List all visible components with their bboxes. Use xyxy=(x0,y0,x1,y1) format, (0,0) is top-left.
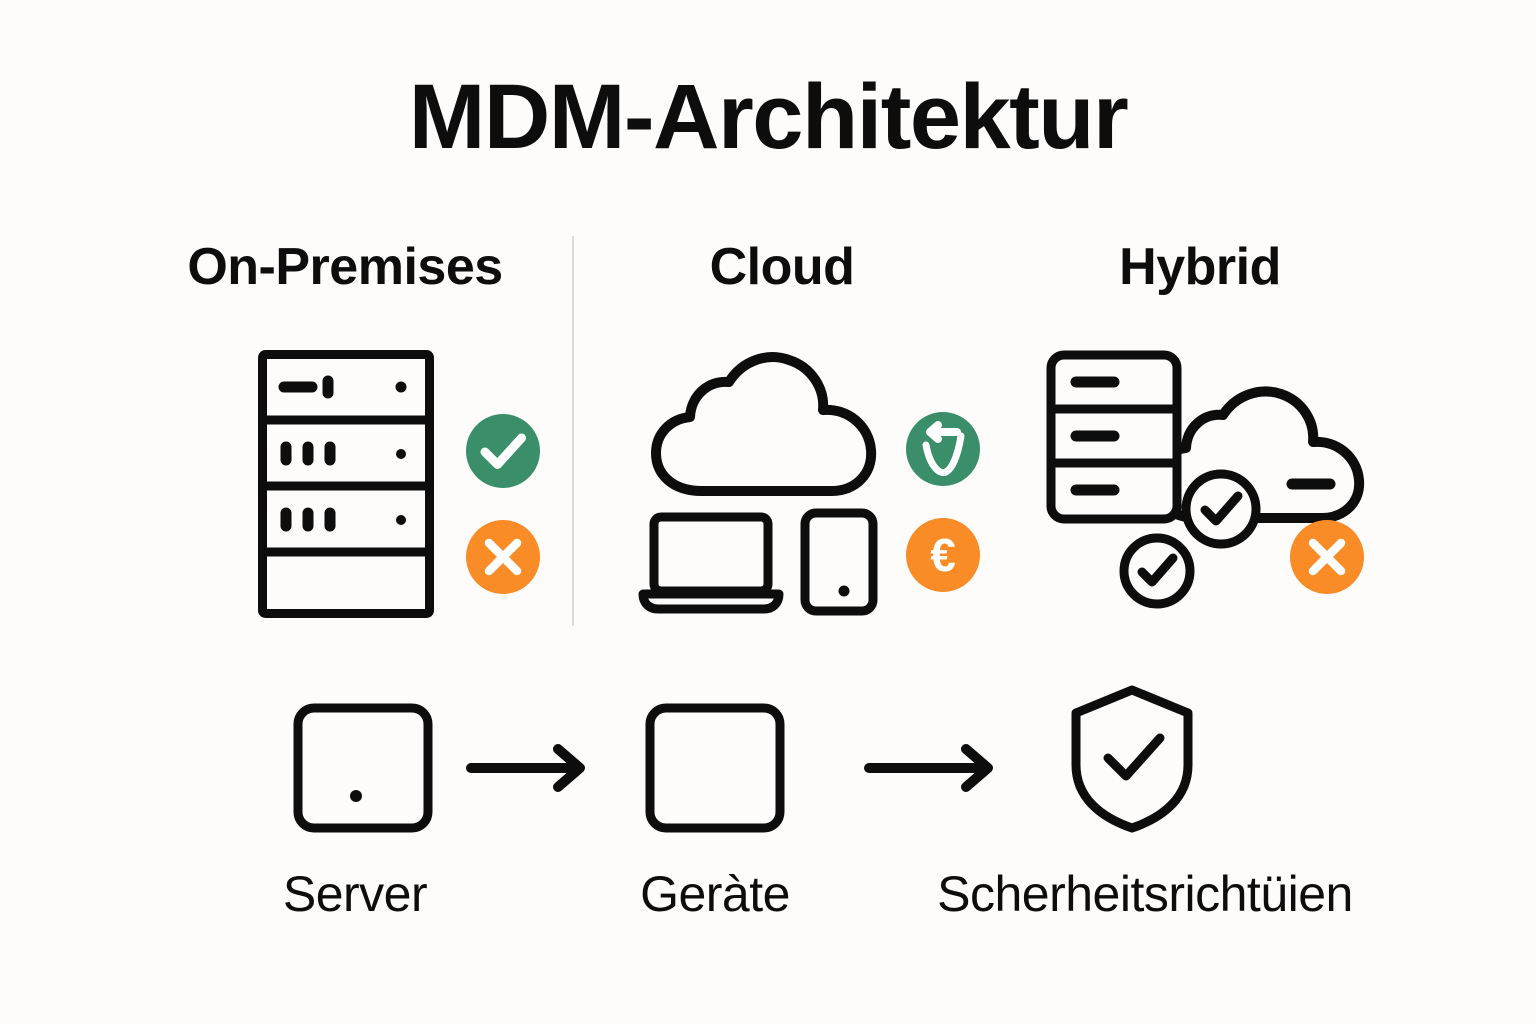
column-header-on-premises: On-Premises xyxy=(187,238,503,296)
cloud-icon xyxy=(650,348,890,498)
check-circle-icon xyxy=(1180,468,1262,550)
laptop-icon xyxy=(638,512,784,614)
server-rack-icon xyxy=(258,350,434,618)
flow-label-server: Server xyxy=(282,866,428,922)
rounded-square-icon xyxy=(645,703,785,833)
column-header-hybrid: Hybrid xyxy=(1119,238,1281,296)
check-arrow-badge xyxy=(906,412,980,486)
cross-badge xyxy=(1290,520,1364,594)
column-divider xyxy=(572,236,574,626)
column-header-cloud: Cloud xyxy=(709,238,855,296)
flow-label-devices: Geràte xyxy=(640,866,790,922)
cross-badge xyxy=(466,520,540,594)
shield-check-icon xyxy=(1068,685,1196,833)
arrow-right-icon xyxy=(864,740,1000,796)
rounded-square-icon xyxy=(293,703,433,833)
smartphone-icon xyxy=(800,508,878,616)
euro-glyph: € xyxy=(930,529,956,581)
flow-label-policies: Scherheitsrichtüien xyxy=(937,866,1353,922)
arrow-right-icon xyxy=(466,740,590,796)
check-badge xyxy=(466,414,540,488)
server-rack-rounded-icon xyxy=(1046,350,1182,524)
check-circle-icon xyxy=(1118,532,1196,610)
euro-badge: € xyxy=(906,518,980,592)
page-title: MDM-Architektur xyxy=(408,66,1129,168)
